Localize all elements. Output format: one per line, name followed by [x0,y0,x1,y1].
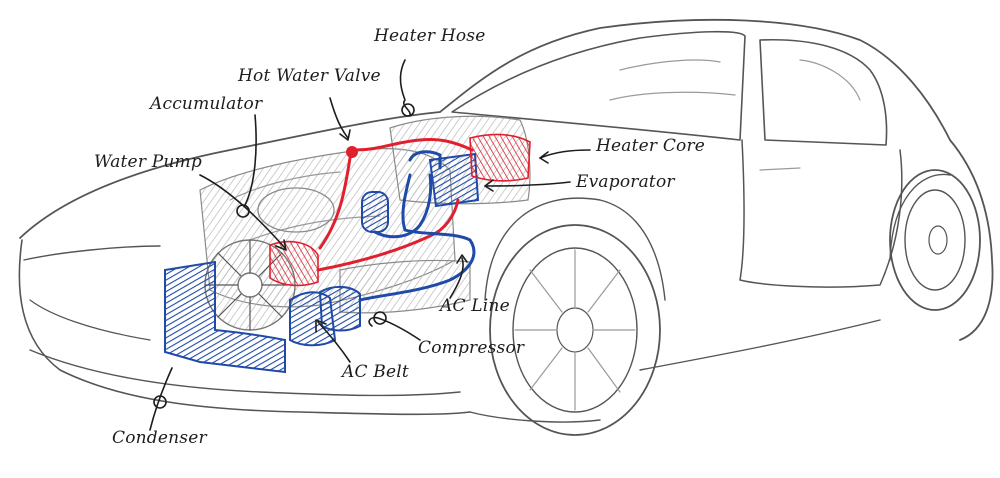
car-body-outline [18,18,994,423]
ac-lines [358,150,476,302]
label-ac-line: AC Line [440,296,510,316]
rear-wheel [889,169,981,311]
hot-water-lines [316,138,474,272]
water-pump-shape [269,240,319,287]
accumulator-shape [361,191,389,233]
label-water-pump: Water Pump [94,152,202,172]
car-windows [451,30,888,146]
label-ac-belt: AC Belt [342,362,409,382]
front-wheel [484,197,666,436]
label-condenser: Condenser [112,428,207,448]
car-door [739,139,903,288]
label-hot-water-valve: Hot Water Valve [238,66,381,86]
condenser-shape [164,260,286,374]
label-evaporator: Evaporator [576,172,675,192]
label-accumulator: Accumulator [150,94,263,114]
heater-core-shape [469,133,531,182]
label-pointers [149,59,591,431]
compressor-shape [289,286,361,347]
evaporator-shape [428,152,480,208]
label-heater-core: Heater Core [596,136,706,156]
label-compressor: Compressor [418,338,525,358]
label-heater-hose: Heater Hose [374,26,486,46]
